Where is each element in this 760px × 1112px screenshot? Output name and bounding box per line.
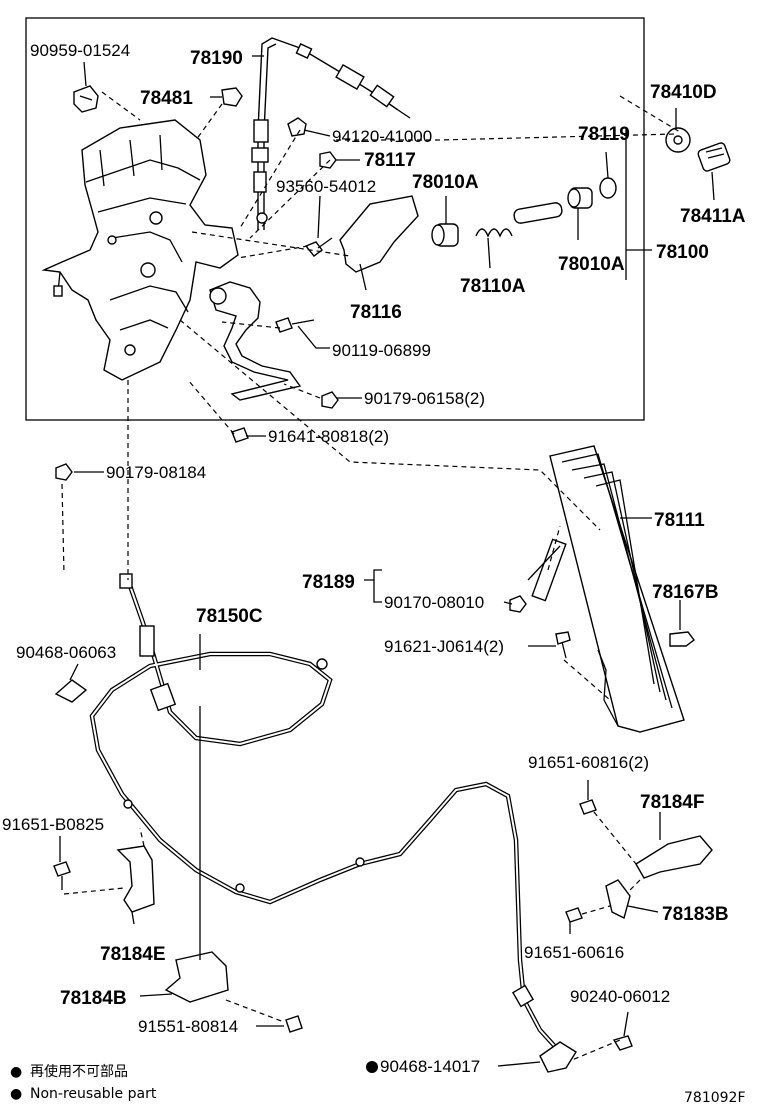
label-78119: 78119 [578,124,630,145]
label-78183B: 78183B [662,904,729,925]
label-90468-14017: 90468-14017 [380,1057,480,1076]
label-78410D: 78410D [650,82,717,103]
bushing-top-part [431,223,459,247]
bracket-78183B [605,879,631,920]
bolt-91621-part [555,631,571,659]
bolt-91551-part [285,1015,303,1033]
part-labels: 90959-01524 78190 78481 94120-41000 7811… [2,41,746,1076]
label-91651-60816: 91651-60816(2) [528,753,649,772]
bushing-right-part [567,187,593,209]
label-90240-06012: 90240-06012 [570,987,670,1006]
label-90119-06899: 90119-06899 [332,341,431,360]
legend-english: Non-reusable part [30,1086,157,1102]
bracket-78184E [116,845,155,913]
label-78190: 78190 [190,48,243,69]
bracket-78184F [635,835,713,879]
washer-78119-part [599,177,617,199]
clip-part [73,85,99,113]
nut-90179-06158-part [321,391,339,409]
illustration-lines [41,37,731,1073]
nut-90170-part [509,595,527,613]
label-78167B: 78167B [652,582,719,603]
bolt-91651-60816-part [579,799,597,815]
clip-90240-part [612,1035,633,1051]
label-93560-54012: 93560-54012 [276,177,376,196]
label-78411A: 78411A [680,206,746,227]
spring-part [475,228,513,238]
clamp-90468-06063-part [54,679,88,703]
label-78010A-right: 78010A [558,254,625,275]
label-78117: 78117 [364,150,416,171]
legend: ● 再使用不可部品 ● Non-reusable part [10,1063,157,1102]
label-78150C: 78150C [196,606,263,627]
lever-bracket-78116 [339,195,419,273]
label-78184B: 78184B [60,988,127,1009]
clamp-78184B [164,951,229,1003]
dashed-assembly-lines [61,91,681,1061]
label-78100: 78100 [656,242,709,263]
label-78184E: 78184E [100,944,166,965]
label-94120-41000: 94120-41000 [332,127,432,146]
throttle-cable [251,37,411,230]
cap-78411A-part [697,142,731,172]
stopper-78410D-part [665,127,691,153]
bolt-91651-60616-part [565,907,583,923]
nut-90179-08184-part [55,463,73,481]
label-90170-08010: 90170-08010 [384,593,484,612]
label-91621-J0614: 91621-J0614(2) [384,637,504,656]
label-90179-08184: 90179-08184 [106,463,206,482]
diagram-code: 781092F [684,1090,746,1106]
sleeve-part [513,202,563,224]
stud-bolt-78189 [527,538,567,602]
label-91641-80818: 91641-80818(2) [268,427,389,446]
bolt-91651-B0825-part [53,861,71,890]
pedal-arm [209,281,302,401]
label-90959-01524: 90959-01524 [30,41,130,60]
accelerator-pedal-78111 [549,445,685,733]
non-reusable-bullet-icon [366,1061,378,1073]
clip-78117-part [319,151,337,169]
legend-japanese: 再使用不可部品 [30,1063,128,1080]
label-90179-06158: 90179-06158(2) [364,389,485,408]
label-78116: 78116 [350,302,402,323]
pedal-bracket-body [41,119,239,381]
accelerator-cable-78150C [89,573,562,1054]
label-78184F: 78184F [640,792,704,813]
label-78010A-top: 78010A [412,172,479,193]
leader-lines [59,55,715,1067]
cable-clip-part [221,87,243,107]
label-78481: 78481 [140,88,193,109]
pedal-bracket-assembly-frame [25,17,645,421]
nut-part [287,117,307,137]
label-78189: 78189 [302,572,355,593]
label-91651-60616: 91651-60616 [524,943,624,962]
label-78111: 78111 [654,510,705,531]
bolt-93560-part [304,237,333,257]
clamp-90468-14017-part [539,1041,577,1073]
bolt-90119-part [275,317,315,333]
label-78110A: 78110A [460,276,526,297]
legend-bullet-1: ● [10,1064,22,1080]
plug-78167B-part [669,631,695,647]
label-91651-B0825: 91651-B0825 [2,815,104,834]
legend-bullet-2: ● [10,1086,22,1102]
bolt-91641-part [231,427,249,443]
label-90468-06063: 90468-06063 [16,643,116,662]
label-91551-80814: 91551-80814 [138,1017,238,1036]
